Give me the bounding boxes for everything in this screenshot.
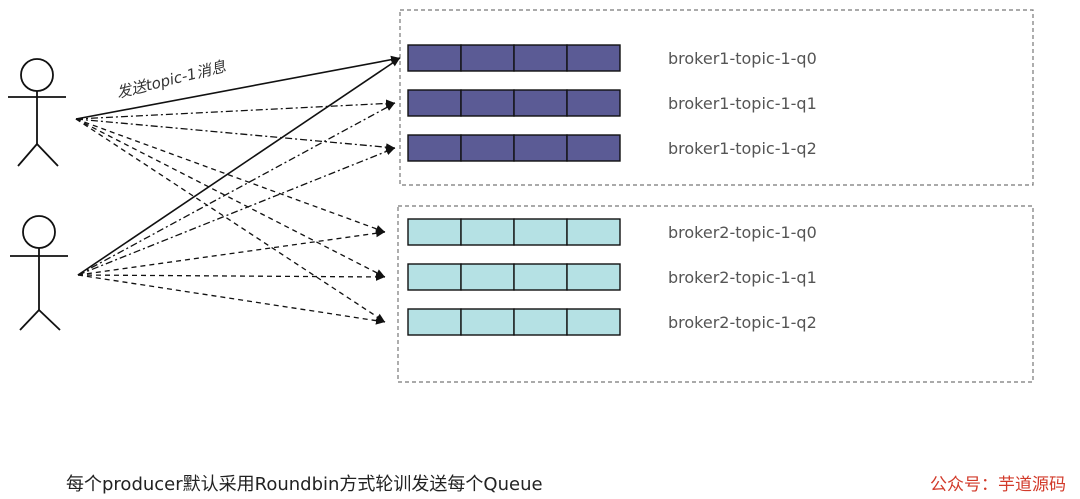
solid-send-arrow-p2 — [77, 57, 401, 276]
diagram-caption: 每个producer默认采用Roundbin方式轮训发送每个Queue — [66, 474, 543, 495]
queue-cell — [407, 89, 462, 117]
queue-cell — [407, 44, 462, 72]
queue-cell — [566, 44, 621, 72]
queue-broker2-q1: broker2-topic-1-q1 — [407, 263, 817, 291]
dashed-send-arrow-p2 — [77, 272, 386, 281]
queue-label: broker1-topic-1-q0 — [668, 49, 817, 68]
dashed-send-arrow-p1 — [75, 118, 396, 152]
queue-cell — [566, 89, 621, 117]
queue-cell — [460, 218, 515, 246]
dashed-send-arrow-p2 — [77, 147, 396, 276]
queue-label: broker2-topic-1-q1 — [668, 268, 817, 287]
queue-broker1-q0: broker1-topic-1-q0 — [407, 44, 817, 72]
queue-cell — [566, 308, 621, 336]
send-topic-label: 发送topic-1消息 — [115, 57, 228, 102]
queue-cell — [460, 263, 515, 291]
queue-cell — [513, 134, 568, 162]
producer-1-stick-figure-icon — [8, 58, 66, 167]
routing-arrows — [75, 55, 401, 325]
queue-cell — [460, 44, 515, 72]
queue-broker1-q2: broker1-topic-1-q2 — [407, 134, 817, 162]
dashed-send-arrow-p1 — [75, 118, 386, 323]
broker1-group-box — [399, 9, 1034, 186]
queue-broker2-q2: broker2-topic-1-q2 — [407, 308, 817, 336]
queue-cell — [513, 89, 568, 117]
queue-cell — [407, 134, 462, 162]
queue-label: broker1-topic-1-q1 — [668, 94, 817, 113]
dashed-send-arrow-p1 — [75, 99, 396, 120]
queue-cell — [407, 308, 462, 336]
queue-cell — [513, 263, 568, 291]
dashed-send-arrow-p2 — [77, 229, 386, 276]
queue-label: broker2-topic-1-q2 — [668, 313, 817, 332]
queue-list: broker1-topic-1-q0 broker1-topic-1-q1 brok… — [407, 44, 817, 336]
queue-broker1-q1: broker1-topic-1-q1 — [407, 89, 817, 117]
dashed-send-arrow-p2 — [77, 274, 386, 325]
queue-cell — [460, 308, 515, 336]
queue-label: broker2-topic-1-q0 — [668, 223, 817, 242]
queue-broker2-q0: broker2-topic-1-q0 — [407, 218, 817, 246]
queue-cell — [407, 263, 462, 291]
dashed-send-arrow-p2 — [77, 102, 396, 276]
queue-cell — [460, 89, 515, 117]
dashed-send-arrow-p1 — [75, 118, 386, 233]
solid-send-arrow-p1 — [75, 55, 401, 120]
dashed-send-arrow-p1 — [75, 118, 386, 278]
broker2-group-box — [397, 205, 1034, 383]
queue-cell — [566, 218, 621, 246]
queue-cell — [513, 44, 568, 72]
queue-label: broker1-topic-1-q2 — [668, 139, 817, 158]
watermark-text: 公众号：芋道源码 — [930, 475, 1066, 495]
queue-cell — [407, 218, 462, 246]
queue-cell — [566, 134, 621, 162]
producer-2-stick-figure-icon — [10, 215, 68, 331]
queue-cell — [460, 134, 515, 162]
queue-cell — [513, 218, 568, 246]
queue-cell — [566, 263, 621, 291]
queue-cell — [513, 308, 568, 336]
